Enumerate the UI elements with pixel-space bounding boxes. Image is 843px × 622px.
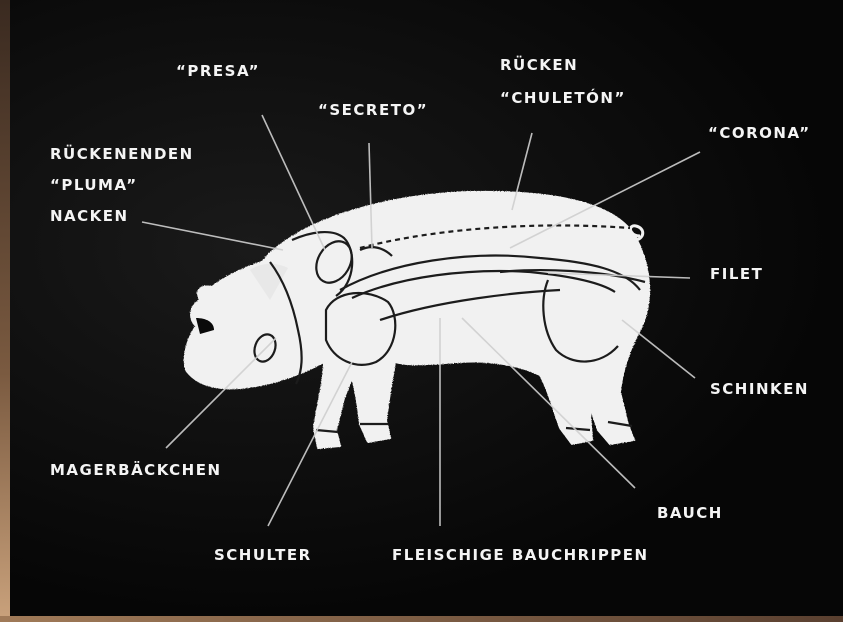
- label-chuleton: “CHULETÓN”: [500, 89, 626, 108]
- label-nacken: NACKEN: [50, 207, 129, 226]
- label-rueckenenden: RÜCKENENDEN: [50, 145, 194, 164]
- label-fleischige-bauchrippen: FLEISCHIGE BAUCHRIPPEN: [392, 546, 649, 565]
- label-pluma: “PLUMA”: [50, 176, 138, 195]
- label-bauch: BAUCH: [657, 504, 723, 523]
- label-corona: “CORONA”: [708, 124, 811, 143]
- pig-body: [185, 192, 649, 448]
- label-secreto: “SECRETO”: [318, 101, 428, 120]
- label-schulter: SCHULTER: [214, 546, 312, 565]
- label-magerbaeckchen: MAGERBÄCKCHEN: [50, 461, 222, 480]
- label-presa: “PRESA”: [176, 62, 260, 81]
- label-ruecken: RÜCKEN: [500, 56, 578, 75]
- label-schinken: SCHINKEN: [710, 380, 809, 399]
- label-filet: FILET: [710, 265, 763, 284]
